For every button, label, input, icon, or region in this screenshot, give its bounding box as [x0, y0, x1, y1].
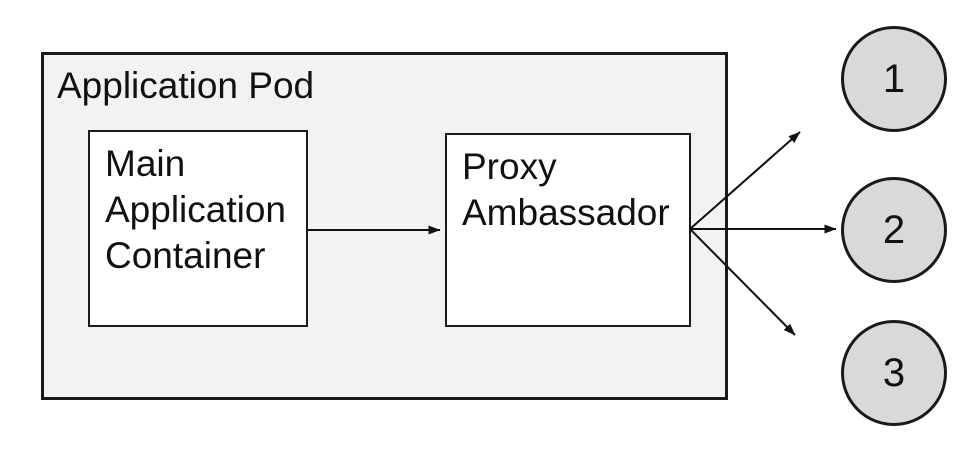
application-pod-title: Application Pod [57, 65, 315, 106]
endpoint-1-label: 1 [882, 56, 906, 101]
node-main-application-container: Main Application Container [88, 130, 308, 327]
endpoint-2-label: 2 [882, 207, 906, 252]
node-proxy-ambassador: Proxy Ambassador [445, 133, 691, 327]
endpoint-3-label: 3 [882, 350, 906, 395]
endpoint-circle-2: 2 [841, 177, 947, 283]
application-pod: Application Pod Main Application Contain… [41, 52, 728, 400]
endpoint-circle-3: 3 [841, 320, 947, 426]
proxy-ambassador-label: Proxy Ambassador [462, 146, 670, 233]
main-application-container-label: Main Application Container [105, 143, 287, 276]
endpoint-circle-1: 1 [841, 26, 947, 132]
